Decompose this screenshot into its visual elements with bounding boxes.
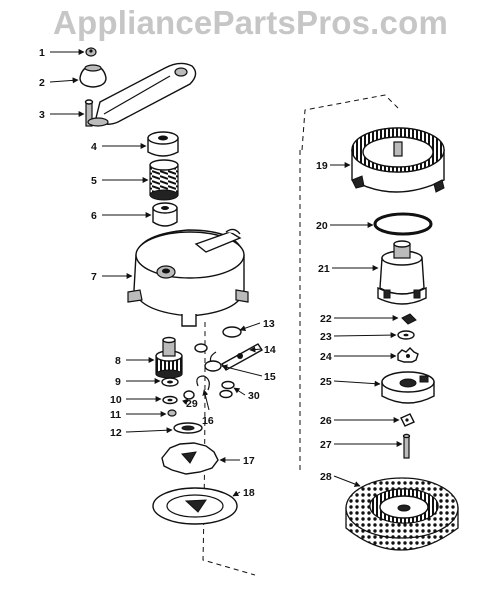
part-12-disk bbox=[173, 422, 203, 434]
part-15-link bbox=[204, 360, 222, 372]
callout-24: 24 bbox=[320, 351, 332, 363]
callout-16: 16 bbox=[202, 415, 214, 427]
part-23-washer bbox=[397, 330, 415, 340]
callout-26: 26 bbox=[320, 415, 332, 427]
part-16-pawl bbox=[196, 375, 210, 391]
dashed-connector-upper bbox=[301, 94, 399, 151]
callout-19: 19 bbox=[316, 160, 328, 172]
callout-21: 21 bbox=[318, 263, 330, 275]
callout-23: 23 bbox=[320, 331, 332, 343]
callout-4: 4 bbox=[91, 141, 97, 153]
callout-30: 30 bbox=[248, 390, 260, 402]
part-13-ring bbox=[222, 326, 242, 338]
part-6-bushing bbox=[152, 202, 178, 227]
part-9-washer bbox=[161, 377, 179, 387]
part-24-small-gear bbox=[397, 347, 419, 363]
callout-25: 25 bbox=[320, 376, 332, 388]
part-29-clip bbox=[183, 390, 195, 400]
part-17-star-washer bbox=[161, 442, 219, 475]
callout-18: 18 bbox=[243, 487, 255, 499]
callout-12: 12 bbox=[110, 427, 122, 439]
callout-28: 28 bbox=[320, 471, 332, 483]
callout-9: 9 bbox=[115, 376, 121, 388]
dashed-connector-lower bbox=[202, 321, 256, 576]
part-7-housing bbox=[127, 228, 249, 327]
part-18-plate bbox=[152, 487, 238, 525]
callout-6: 6 bbox=[91, 210, 97, 222]
callout-22: 22 bbox=[320, 313, 332, 325]
watermark-logo: AppliancePartsPros.com bbox=[52, 4, 449, 41]
callout-27: 27 bbox=[320, 439, 332, 451]
callout-14: 14 bbox=[264, 344, 276, 356]
callout-8: 8 bbox=[115, 355, 121, 367]
part-10-washer bbox=[162, 395, 178, 405]
part-27-pin bbox=[402, 433, 411, 459]
part-22-key bbox=[401, 313, 417, 325]
callout-5: 5 bbox=[91, 175, 97, 187]
part-28-knurled-wheel bbox=[345, 477, 459, 551]
callout-3: 3 bbox=[39, 109, 45, 121]
part-25-clutch bbox=[381, 371, 435, 404]
part-clip-small bbox=[194, 343, 208, 353]
callout-29: 29 bbox=[186, 398, 198, 410]
part-1-screw bbox=[85, 47, 97, 57]
part-5-spring bbox=[149, 159, 179, 201]
part-21-motor bbox=[377, 240, 427, 305]
callout-7: 7 bbox=[91, 271, 97, 283]
callout-20: 20 bbox=[316, 220, 328, 232]
part-19-drum bbox=[351, 127, 445, 193]
callout-11: 11 bbox=[110, 409, 121, 421]
part-26-screw bbox=[400, 413, 415, 427]
part-30-washer bbox=[219, 380, 235, 399]
callout-13: 13 bbox=[263, 318, 275, 330]
callout-15: 15 bbox=[264, 371, 276, 383]
part-3-crank-handle bbox=[84, 62, 197, 127]
part-11-pin bbox=[167, 409, 177, 417]
callout-17: 17 bbox=[243, 455, 255, 467]
part-4-hub bbox=[147, 131, 179, 157]
part-8-gear bbox=[155, 336, 183, 379]
callout-1: 1 bbox=[39, 47, 45, 59]
part-20-o-ring bbox=[373, 212, 433, 236]
part-2-knob bbox=[79, 64, 107, 88]
leader-lines bbox=[49, 49, 403, 497]
callout-2: 2 bbox=[39, 77, 45, 89]
callout-10: 10 bbox=[110, 394, 122, 406]
